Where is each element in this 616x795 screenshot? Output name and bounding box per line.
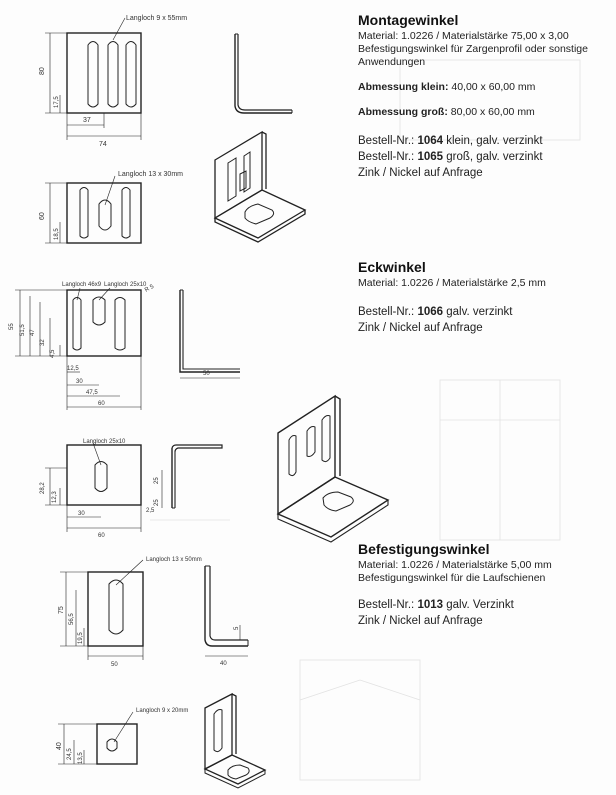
background-ghost-drawings	[150, 59, 581, 781]
drawing-eck-isometric	[276, 394, 390, 543]
d3-h5-label: 4,5	[50, 349, 56, 358]
d3-slot1-label: Langloch 46x9	[62, 282, 102, 288]
montage-order2-suffix: groß, galv. verzinkt	[443, 151, 543, 163]
d5-width-label: 50	[111, 662, 118, 668]
drawing-eck-side	[179, 289, 240, 379]
d2-height-label: 60	[39, 212, 46, 220]
d3-h2-label: 51,5	[20, 324, 26, 336]
montage-request: Zink / Nickel auf Anfrage	[358, 167, 483, 179]
d6-h2-label: 24,5	[67, 748, 73, 760]
montage-large-value: 80,00 x 60,00 mm	[447, 106, 535, 118]
montage-order1-number: 1064	[417, 135, 444, 147]
befestigung-description: Befestigungswinkel für die Laufschienen	[358, 572, 546, 584]
montage-material: Material: 1.0226 / Materialstärke 75,00 …	[358, 30, 569, 42]
eckwinkel-section: Eckwinkel Material: 1.0226 / Materialstä…	[358, 259, 608, 336]
d3-slot2-label: Langloch 25x10	[104, 282, 147, 288]
drawing-montage-small-front	[45, 175, 142, 244]
montage-title: Montagewinkel	[358, 12, 459, 28]
d3-h1-label: 55	[9, 323, 15, 330]
d6-height-label: 40	[56, 742, 63, 750]
d6-offset-label: 13,5	[78, 752, 84, 764]
drawing-montage-isometric	[213, 130, 307, 243]
d5-h2-label: 56,5	[69, 613, 75, 625]
befestigungswinkel-section: Befestigungswinkel Material: 1.0226 / Ma…	[358, 541, 608, 629]
drawing-montage-large-front	[45, 17, 142, 140]
d2-offset-label: 18,5	[54, 228, 60, 240]
eck-title: Eckwinkel	[358, 259, 426, 275]
d1-slot-label: Langloch 9 x 55mm	[126, 15, 187, 22]
d1-width1-label: 37	[83, 117, 91, 124]
eck-order-prefix: Bestell-Nr.:	[358, 306, 418, 318]
befestigung-order-number: 1013	[417, 599, 444, 611]
montage-order1-prefix: Bestell-Nr.:	[358, 135, 418, 147]
d2-slot-label: Langloch 13 x 30mm	[118, 171, 183, 178]
d4-side3-label: 25	[154, 499, 160, 506]
d5-side-label: 40	[220, 661, 227, 667]
befestigung-order-suffix: galv. Verzinkt	[443, 599, 514, 611]
d3-radius-label: R 5	[144, 284, 156, 294]
d3-w2-label: 30	[76, 379, 83, 385]
d4-w1-label: 30	[78, 511, 85, 517]
d4-side1-label: 25	[154, 477, 160, 484]
befestigung-material: Material: 1.0226 / Materialstärke 5,00 m…	[358, 559, 552, 571]
drawing-befestigung-side	[204, 565, 249, 657]
montage-order2-number: 1065	[417, 151, 444, 163]
d5-offset-label: 19,5	[78, 632, 84, 644]
d5-slot-label: Langloch 13 x 50mm	[146, 557, 202, 563]
drawing-small-angle-isometric	[203, 692, 267, 789]
eck-order-number: 1066	[417, 306, 444, 318]
montage-large-label: Abmessung groß:	[358, 106, 448, 118]
drawing-befestigung-front	[60, 559, 144, 660]
eck-order-suffix: galv. verzinkt	[443, 306, 513, 318]
eck-material: Material: 1.0226 / Materialstärke 2,5 mm	[358, 277, 546, 289]
d3-w4-label: 60	[98, 401, 105, 407]
d4-slot-label: Langloch 25x10	[83, 439, 126, 445]
d1-width2-label: 74	[99, 141, 107, 148]
befestigung-order-prefix: Bestell-Nr.:	[358, 599, 418, 611]
befestigung-title: Befestigungswinkel	[358, 541, 490, 557]
montagewinkel-section: Montagewinkel Material: 1.0226 / Materia…	[358, 12, 608, 181]
montage-description: Befestigungswinkel für Zargenprofil oder…	[358, 43, 588, 68]
drawing-montage-side	[234, 33, 293, 114]
d5-thickness-label: 5	[234, 626, 240, 630]
montage-small-label: Abmessung klein:	[358, 81, 449, 93]
drawing-eck-side-2	[161, 444, 223, 509]
drawing-eck-front-2	[45, 442, 142, 532]
drawing-eck-front	[15, 287, 142, 410]
d3-w1-label: 12,5	[67, 366, 79, 372]
montage-order1-suffix: klein, galv. verzinkt	[443, 135, 543, 147]
d3-h4-label: 32	[40, 339, 46, 346]
montage-order2-prefix: Bestell-Nr.:	[358, 151, 418, 163]
d1-offset-label: 17,5	[54, 96, 60, 108]
d4-w2-label: 60	[98, 533, 105, 539]
d4-side2-label: 2,5	[146, 508, 155, 514]
d6-slot-label: Langloch 9 x 20mm	[136, 708, 188, 714]
d4-height-label: 28,2	[40, 482, 46, 494]
d3-side-label: 50	[203, 371, 210, 377]
drawing-small-angle-front	[58, 711, 138, 765]
befestigung-request: Zink / Nickel auf Anfrage	[358, 615, 483, 627]
montage-small-value: 40,00 x 60,00 mm	[448, 81, 536, 93]
d5-height-label: 75	[58, 606, 65, 614]
d3-h3-label: 47	[30, 329, 36, 336]
d4-offset-label: 12,3	[52, 491, 58, 503]
eck-request: Zink / Nickel auf Anfrage	[358, 322, 483, 334]
d1-height-label: 80	[39, 67, 46, 75]
d3-w3-label: 47,5	[86, 390, 98, 396]
